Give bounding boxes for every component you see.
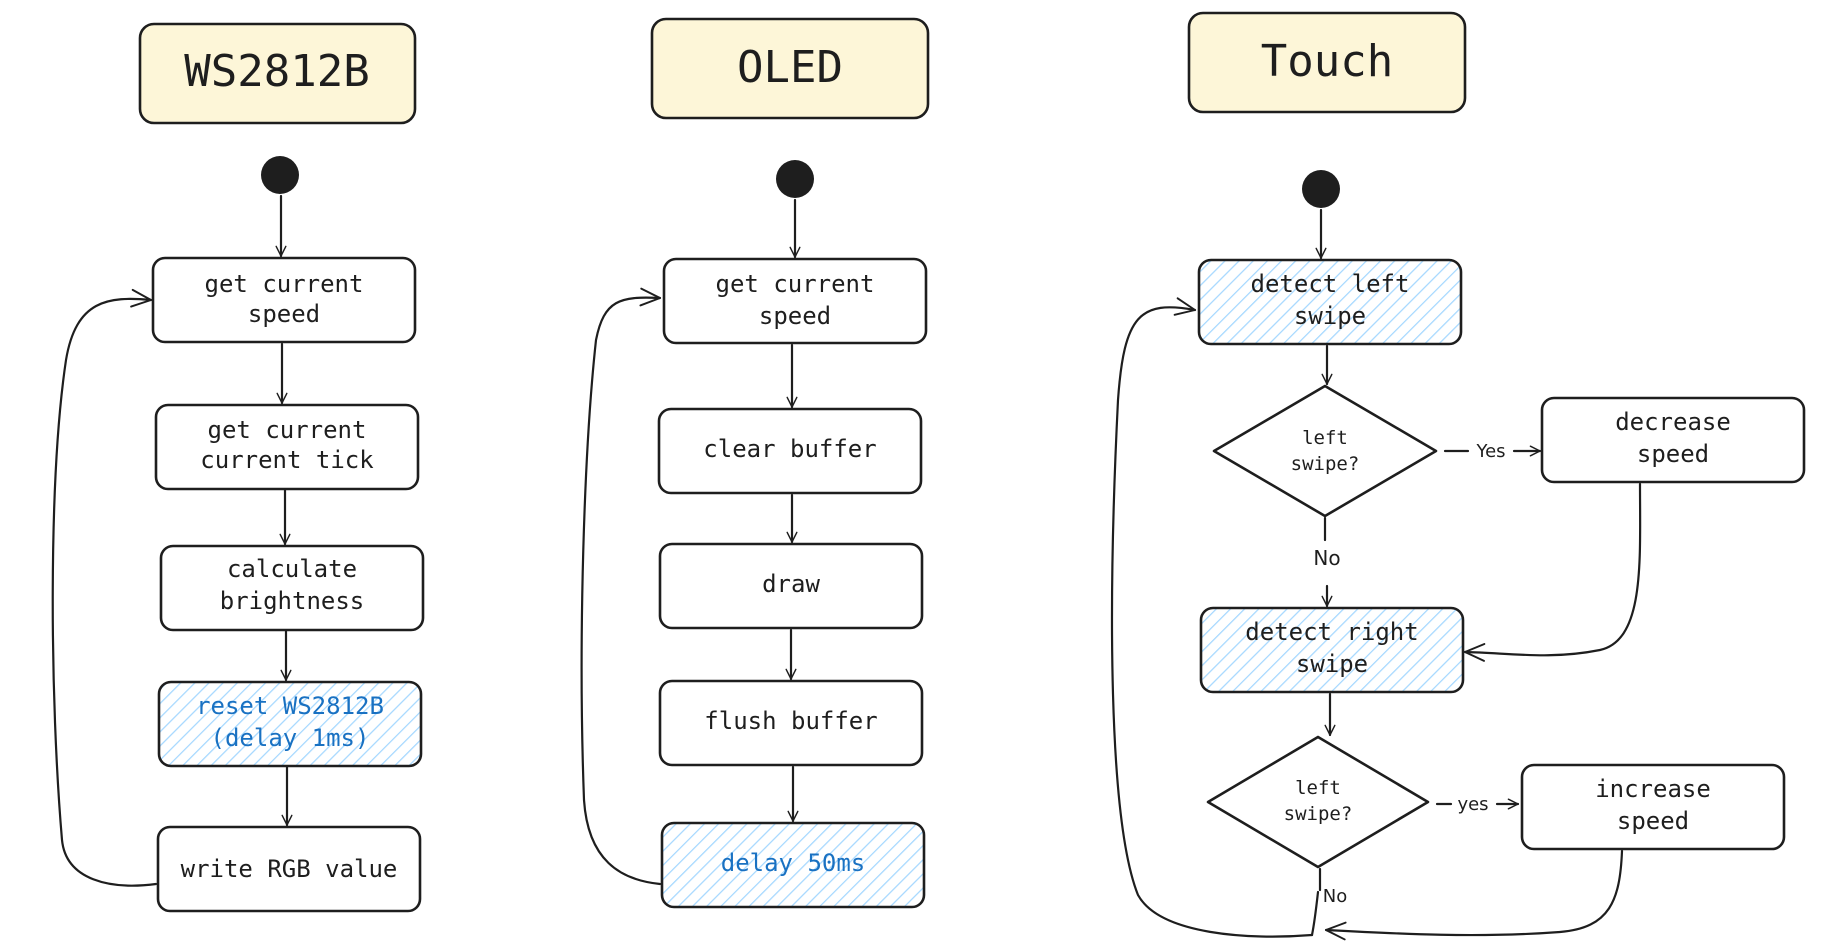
action-oled-delay-label: delay 50ms [721,849,866,877]
action-decrease-speed-line-2: speed [1637,440,1709,468]
decision-left-swipe-2: left swipe? [1206,735,1430,869]
action-ws-get-tick-line-1: get current [208,416,367,444]
action-oled-draw-label: draw [762,570,820,598]
action-oled-flush-buffer: flush buffer [658,679,924,767]
action-detect-right-swipe: detect right swipe [1199,606,1465,694]
action-oled-get-speed-line-1: get current [716,270,875,298]
decision-left-swipe-1-line-1: left [1302,427,1348,449]
action-ws-get-speed-line-1: get current [205,270,364,298]
action-ws-reset-line-2: (delay 1ms) [211,724,370,752]
column-oled: OLED get current speed clear buffer draw… [580,17,930,909]
decision-left-swipe-2-line-2: swipe? [1284,803,1353,825]
edge-label-no-1: No [1313,546,1340,570]
action-detect-right-swipe-line-2: swipe [1296,650,1368,678]
edge-decrease-to-detect-right [1463,482,1642,662]
edge-increase-to-merge [1324,849,1624,941]
action-detect-left-swipe-line-1: detect left [1251,270,1410,298]
action-ws-write-rgb: write RGB value [156,825,422,913]
start-node-touch [1302,170,1340,208]
decision-left-swipe-1-line-2: swipe? [1291,453,1360,475]
action-ws-get-speed-line-2: speed [248,300,320,328]
column-touch: Touch detect left swipe left swipe? decr… [1110,11,1806,941]
decision-left-swipe-1: left swipe? [1212,384,1438,518]
edge-oled-loop-back [580,287,662,886]
swimlane-header-touch: Touch [1187,11,1467,114]
action-ws-reset: reset WS2812B (delay 1ms) [157,680,423,768]
column-ws2812b: WS2812B get current speed get current cu… [51,22,425,913]
action-oled-clear-buffer: clear buffer [657,407,923,495]
action-detect-left-swipe: detect left swipe [1197,258,1463,346]
action-increase-speed-line-1: increase [1595,775,1711,803]
action-ws-get-speed: get current speed [151,256,417,344]
action-decrease-speed-line-1: decrease [1615,408,1731,436]
edge-label-yes-1: Yes [1475,441,1505,462]
swimlane-title-ws2812b: WS2812B [184,46,369,97]
action-detect-left-swipe-line-2: swipe [1294,302,1366,330]
edge-label-no-2: No [1323,886,1347,907]
action-detect-right-swipe-line-1: detect right [1245,618,1418,646]
swimlane-title-oled: OLED [737,42,843,93]
action-oled-delay: delay 50ms [660,821,926,909]
action-oled-draw: draw [658,542,924,630]
edge-no-2-to-merge [1310,890,1320,937]
swimlane-header-oled: OLED [650,17,930,120]
action-decrease-speed: decrease speed [1540,396,1806,484]
action-oled-get-speed: get current speed [662,257,928,345]
swimlane-title-touch: Touch [1261,36,1393,87]
action-increase-speed: increase speed [1520,763,1786,851]
edge-label-yes-2: yes [1457,794,1488,815]
edge-touch-loop-back [1110,297,1314,938]
action-ws-write-rgb-line-1: write RGB value [181,855,398,883]
action-increase-speed-line-2: speed [1617,807,1689,835]
action-ws-calc-brightness-line-2: brightness [220,587,365,615]
decision-left-swipe-2-line-1: left [1295,777,1341,799]
action-oled-clear-buffer-label: clear buffer [703,435,876,463]
action-ws-get-tick-line-2: current tick [200,446,374,474]
start-node-ws2812b [261,156,299,194]
action-oled-get-speed-line-2: speed [759,302,831,330]
action-oled-flush-buffer-label: flush buffer [704,707,877,735]
start-node-oled [776,160,814,198]
action-ws-calc-brightness-line-1: calculate [227,555,357,583]
edge-ws-loop-back [51,288,158,887]
action-ws-reset-line-1: reset WS2812B [196,692,384,720]
action-ws-calc-brightness: calculate brightness [159,544,425,632]
swimlane-header-ws2812b: WS2812B [138,22,417,125]
action-ws-get-tick: get current current tick [154,403,420,491]
